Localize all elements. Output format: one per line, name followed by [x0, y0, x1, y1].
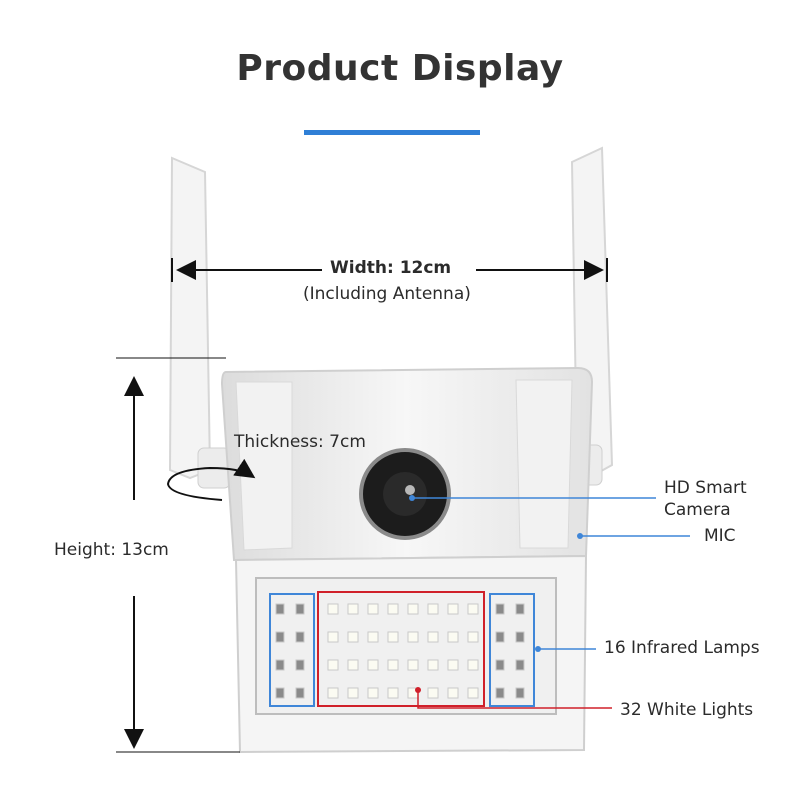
- white-lights-callout-line: [417, 690, 612, 709]
- white-led: [327, 659, 339, 671]
- white-led: [467, 659, 479, 671]
- infrared-lamp: [275, 631, 285, 643]
- mic-callout-label: MIC: [704, 526, 736, 546]
- infrared-lamp: [295, 659, 305, 671]
- white-led: [327, 631, 339, 643]
- camera-housing: [220, 366, 594, 754]
- white-led: [467, 603, 479, 615]
- white-led: [387, 631, 399, 643]
- page-title: Product Display: [236, 48, 564, 89]
- white-led: [387, 659, 399, 671]
- white-led: [427, 603, 439, 615]
- white-led: [447, 659, 459, 671]
- led-grid: [275, 603, 525, 699]
- width-label: Width: 12cm: [330, 258, 452, 278]
- white-led: [387, 603, 399, 615]
- white-led: [407, 631, 419, 643]
- white-led: [387, 687, 399, 699]
- white-led: [467, 631, 479, 643]
- left-antenna: [168, 156, 231, 489]
- white-led: [427, 687, 439, 699]
- thickness-label: Thickness: 7cm: [234, 432, 366, 452]
- white-led: [367, 631, 379, 643]
- infrared-lamp: [515, 659, 525, 671]
- title-underline: [304, 130, 480, 135]
- white-led: [447, 631, 459, 643]
- infrared-lamp: [495, 687, 505, 699]
- infrared-lamp: [495, 631, 505, 643]
- infrared-lamp: [295, 631, 305, 643]
- white-led: [447, 603, 459, 615]
- height-label: Height: 13cm: [54, 540, 169, 560]
- white-led: [427, 659, 439, 671]
- white-led: [367, 659, 379, 671]
- white-led: [467, 687, 479, 699]
- white-led: [327, 603, 339, 615]
- infrared-lamp: [495, 603, 505, 615]
- infrared-callout-label: 16 Infrared Lamps: [604, 638, 760, 658]
- infrared-lamp: [515, 603, 525, 615]
- white-led: [407, 603, 419, 615]
- white-led: [327, 687, 339, 699]
- infrared-lamp: [275, 603, 285, 615]
- white-led: [347, 659, 359, 671]
- infrared-lamp: [275, 687, 285, 699]
- white-led: [347, 631, 359, 643]
- infrared-left-box: [269, 593, 315, 707]
- white-led: [347, 603, 359, 615]
- infrared-lamp: [515, 631, 525, 643]
- infrared-lamp: [295, 687, 305, 699]
- width-note: (Including Antenna): [303, 284, 471, 304]
- thickness-arrow: [166, 458, 256, 501]
- white-led: [347, 687, 359, 699]
- white-lights-box: [317, 591, 485, 707]
- white-led: [367, 687, 379, 699]
- camera-callout-label-2: Camera: [664, 500, 731, 520]
- infrared-lamp: [275, 659, 285, 671]
- infrared-lamp: [295, 603, 305, 615]
- camera-callout-label-1: HD Smart: [664, 478, 747, 498]
- white-led: [447, 687, 459, 699]
- white-led: [407, 659, 419, 671]
- infrared-right-box: [489, 593, 535, 707]
- camera-lens: [359, 448, 451, 540]
- white-lights-callout-label: 32 White Lights: [620, 700, 754, 720]
- white-led: [427, 631, 439, 643]
- infrared-lamp: [495, 659, 505, 671]
- infrared-lamp: [515, 687, 525, 699]
- white-led: [367, 603, 379, 615]
